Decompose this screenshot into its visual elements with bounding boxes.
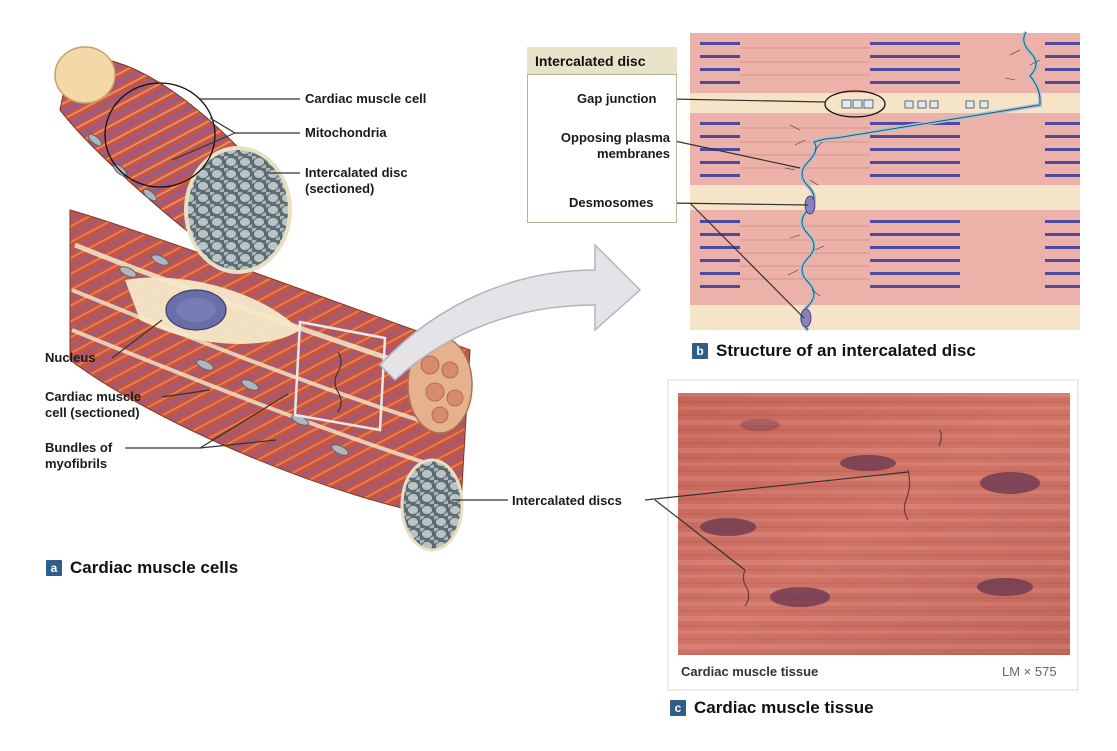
label-cardiac-muscle-cell: Cardiac muscle cell <box>305 91 427 106</box>
label-opposing-plasma-membranes: Opposing plasma membranes <box>560 130 670 161</box>
panel-c-photo <box>644 379 1079 691</box>
label-nucleus: Nucleus <box>45 350 96 365</box>
panel-b-title-text: Structure of an intercalated disc <box>716 341 976 360</box>
panel-a-title: a Cardiac muscle cells <box>46 558 238 578</box>
zoom-arrow <box>378 243 642 382</box>
panel-a-badge: a <box>46 560 62 576</box>
panel-c-title-text: Cardiac muscle tissue <box>694 698 874 717</box>
label-bundles-of-myofibrils: Bundles of myofibrils <box>45 440 113 471</box>
label-cardiac-muscle-cell-sectioned: Cardiac muscle cell (sectioned) <box>45 389 142 420</box>
panel-b-title: b Structure of an intercalated disc <box>692 341 976 361</box>
panel-a-illustration <box>54 46 508 552</box>
photo-magnification: LM × 575 <box>1002 664 1057 679</box>
panel-b-illustration <box>669 30 1080 332</box>
panel-b-badge: b <box>692 343 708 359</box>
label-intercalated-discs: Intercalated discs <box>512 493 622 508</box>
label-gap-junction: Gap junction <box>577 91 657 106</box>
panel-c-title: c Cardiac muscle tissue <box>670 698 874 718</box>
intercalated-disc-box-header: Intercalated disc <box>527 47 677 75</box>
panel-c-badge: c <box>670 700 686 716</box>
label-intercalated-disc-sectioned: Intercalated disc (sectioned) <box>305 165 408 196</box>
label-desmosomes: Desmosomes <box>569 195 654 210</box>
photo-caption: Cardiac muscle tissue <box>681 664 819 679</box>
panel-a-title-text: Cardiac muscle cells <box>70 558 239 577</box>
label-mitochondria: Mitochondria <box>305 125 387 140</box>
